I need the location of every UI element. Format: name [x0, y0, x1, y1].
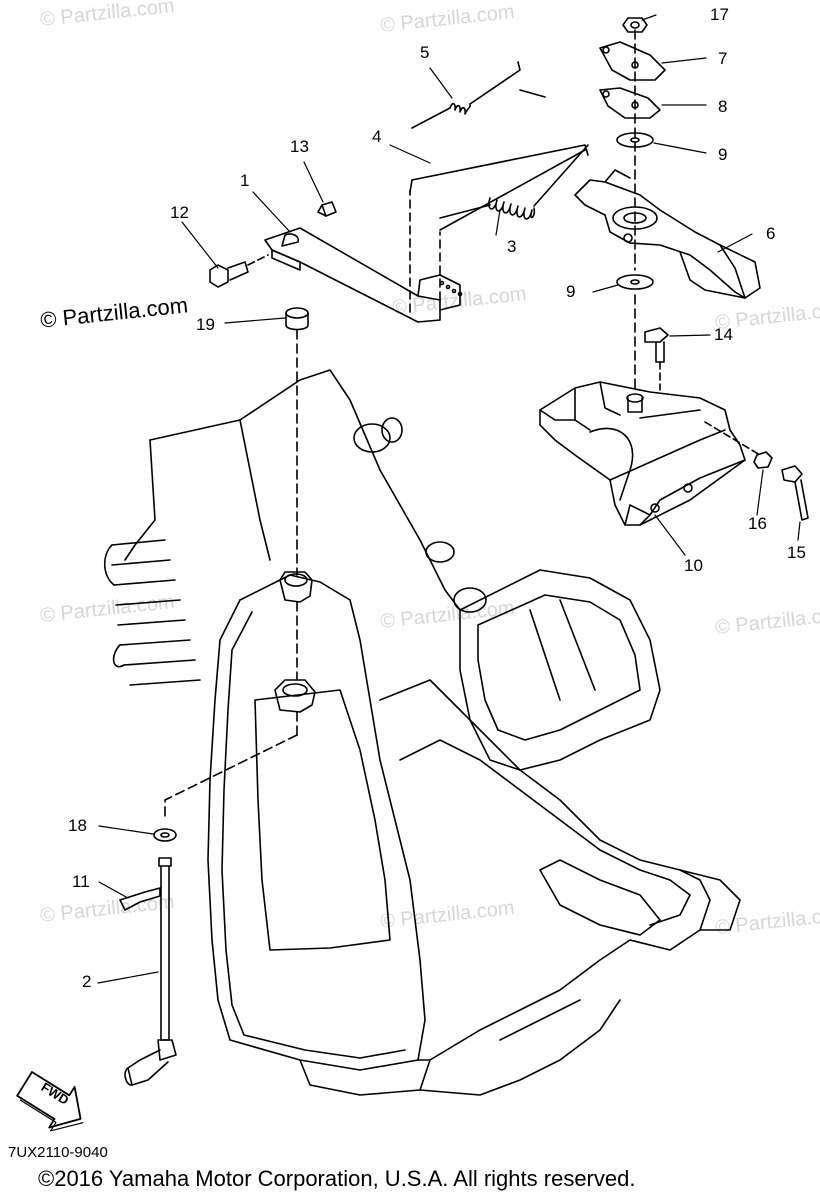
- part-14-bolt: [644, 327, 669, 391]
- callout-18: 18: [68, 816, 87, 835]
- part-5-spring: [411, 61, 546, 129]
- part-15-bolt: [781, 465, 809, 521]
- callout-2: 2: [82, 972, 92, 991]
- callout-3: 3: [507, 237, 517, 256]
- part-10-bracket: [539, 381, 761, 526]
- callout-14: 14: [714, 325, 733, 344]
- callout-9b: 9: [566, 282, 576, 301]
- callout-19: 19: [196, 315, 215, 334]
- part-9-washer-top: [616, 132, 654, 148]
- engine-crankcase: [103, 369, 741, 1096]
- part-6-lever: [574, 169, 761, 299]
- part-17-nut: [622, 17, 648, 33]
- callout-16: 16: [748, 514, 767, 533]
- callout-4: 4: [372, 127, 382, 146]
- part-11-clip: [119, 887, 161, 911]
- callout-15: 15: [787, 543, 806, 562]
- diagram-code: 7UX2110-9040: [8, 1144, 108, 1161]
- callout-8: 8: [718, 97, 728, 116]
- part-12-bolt: [209, 254, 269, 288]
- callout-17: 17: [710, 5, 729, 24]
- callout-12: 12: [170, 203, 189, 222]
- part-13-clip: [317, 201, 337, 217]
- part-7-plate: [599, 41, 666, 81]
- part-8-plate: [599, 87, 661, 119]
- part-1-bracket: [264, 189, 463, 323]
- callout-13: 13: [290, 137, 309, 156]
- part-2-dipstick: [124, 857, 177, 1086]
- fwd-arrow: [16, 1071, 84, 1132]
- part-19-grommet: [285, 307, 309, 331]
- callout-11: 11: [72, 872, 90, 891]
- part-3-spring: [439, 144, 589, 220]
- callout-7: 7: [718, 49, 728, 68]
- callout-5: 5: [420, 43, 430, 62]
- part-4-rod: [409, 144, 589, 231]
- callout-6: 6: [766, 224, 776, 243]
- leader-lines: [97, 14, 801, 984]
- part-16-nut: [753, 451, 773, 469]
- copyright-notice: ©2016 Yamaha Motor Corporation, U.S.A. A…: [38, 1166, 636, 1191]
- callout-9a: 9: [718, 145, 728, 164]
- callout-10: 10: [684, 556, 703, 575]
- callout-1: 1: [240, 171, 250, 190]
- part-9-washer-bottom: [616, 274, 654, 290]
- part-18-washer: [153, 828, 177, 842]
